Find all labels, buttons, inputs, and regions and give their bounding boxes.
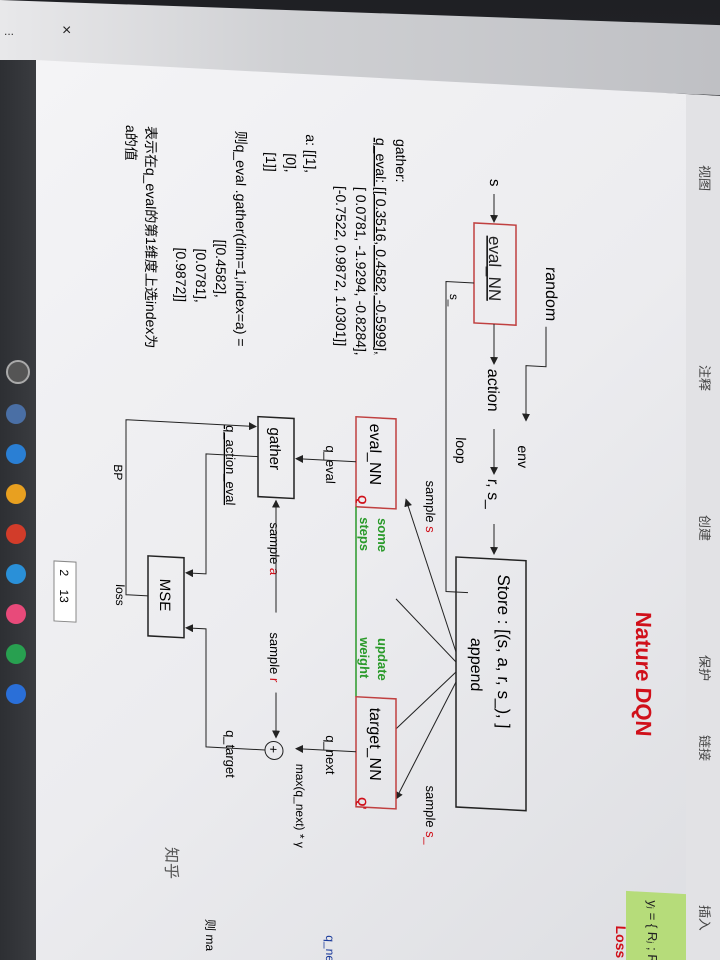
app-icon-8[interactable]: [6, 684, 26, 704]
app-icon-7[interactable]: [6, 644, 26, 664]
plus-sign: +: [266, 745, 281, 753]
q-target-label: q_target: [223, 730, 238, 779]
eval-nn-mid-label: eval_NN: [366, 423, 383, 485]
note-result-3: [0.9872]]: [173, 247, 189, 302]
note-q-eval-3: [-0.7522, 0.9872, 1.0301]]: [333, 186, 349, 347]
q-action-eval-label: q_action_eval: [223, 425, 238, 506]
note-gather: gather:: [393, 139, 409, 183]
q-tag: Q: [355, 495, 369, 505]
loss-label: Loss: [613, 925, 629, 959]
sample-s-label: sample s: [423, 480, 438, 533]
s-underscore-label: s_: [447, 294, 461, 308]
input-s: s: [486, 179, 503, 187]
zhihu-watermark: 知乎: [162, 847, 180, 880]
page-current: 2: [57, 569, 71, 577]
app-icon-1[interactable]: [6, 404, 26, 424]
formula-text: yⱼ = { Rⱼ ; Rⱼ +: [645, 900, 660, 960]
app-icon-6[interactable]: [6, 604, 26, 624]
sample-s-next-label: sample s_: [423, 785, 438, 846]
store-label: Store : [(s, a, r, s_), ]: [494, 574, 513, 729]
note-q-eval-1: q_eval: [[ 0.3516, 0.4582, -0.5999],: [373, 138, 389, 356]
close-icon[interactable]: ×: [62, 22, 72, 39]
note-result-2: [0.0781],: [193, 248, 209, 303]
page-total: 13: [57, 589, 71, 603]
ribbon-link[interactable]: 链接: [697, 735, 712, 762]
ribbon-view[interactable]: 视图: [697, 165, 712, 192]
env-label: env: [515, 445, 531, 468]
update-label: update: [375, 638, 390, 681]
note-explain-1: 表示在q_eval的第1维度上选index为: [143, 126, 159, 349]
steps-label: steps: [357, 517, 372, 552]
note-result-1: [[0.4582],: [213, 239, 229, 298]
sample-a-label: sample a: [267, 522, 282, 576]
bp-label: BP: [111, 464, 125, 481]
taskbar: [0, 60, 36, 960]
app-icon-3[interactable]: [6, 484, 26, 504]
append-label: append: [467, 638, 484, 692]
formula-box: [626, 890, 686, 960]
action-label: action: [484, 368, 501, 412]
app-icon-4[interactable]: [6, 524, 26, 544]
monitor-screen: 视图 注释 创建 保护 链接 插入 Nature DQN Loss yⱼ = {…: [36, 60, 720, 960]
max-expression: max(q_next) * γ: [293, 763, 307, 848]
note-a-2: [0],: [283, 153, 299, 173]
diagram-title: Nature DQN: [631, 611, 656, 737]
loss-text: loss: [113, 584, 127, 606]
rotated-document: 视图 注释 创建 保护 链接 插入 Nature DQN Loss yⱼ = {…: [36, 60, 720, 960]
note-q-eval-2: [ 0.0781, -1.9294, -0.8284],: [353, 187, 369, 357]
q-prime-tag: Q': [355, 797, 369, 810]
app-icon-2[interactable]: [6, 444, 26, 464]
q-next-label: q_next: [323, 735, 338, 775]
then-ma-label: 则 ma: [203, 919, 217, 952]
target-nn-label: target_NN: [366, 707, 383, 781]
gather-box-label: gather: [266, 427, 283, 470]
more-icon[interactable]: ...: [4, 24, 15, 38]
r-s-label: r, s_: [484, 478, 501, 510]
eval-nn-box-top: [473, 222, 517, 326]
ribbon-comment[interactable]: 注释: [697, 365, 712, 392]
note-then: 则q_eval .gather(dim=1,index=a) =: [233, 130, 249, 347]
sample-r-label: sample r: [267, 632, 282, 683]
start-icon[interactable]: [6, 360, 30, 384]
mse-label: MSE: [156, 578, 173, 611]
note-explain-2: a的值: [123, 125, 139, 162]
app-icon-5[interactable]: [6, 564, 26, 584]
ribbon-create[interactable]: 创建: [697, 515, 712, 542]
ribbon-insert[interactable]: 插入: [697, 905, 712, 932]
q-ne-label: q_ne: [323, 935, 337, 960]
weight-label: weight: [357, 636, 372, 680]
note-a-3: [1]]: [263, 152, 279, 172]
some-label: some: [375, 518, 390, 553]
page-indicator[interactable]: [53, 560, 77, 623]
ribbon-bar: [686, 94, 720, 960]
ribbon-protect[interactable]: 保护: [697, 655, 712, 682]
random-label: random: [542, 267, 559, 322]
note-a-1: a: [[1],: [303, 134, 319, 174]
eval-nn-top-label: eval_NN: [485, 236, 504, 302]
loop-label: loop: [453, 437, 469, 465]
q-eval-label: q_eval: [323, 445, 338, 484]
dqn-diagram: 视图 注释 创建 保护 链接 插入 Nature DQN Loss yⱼ = {…: [53, 94, 720, 960]
